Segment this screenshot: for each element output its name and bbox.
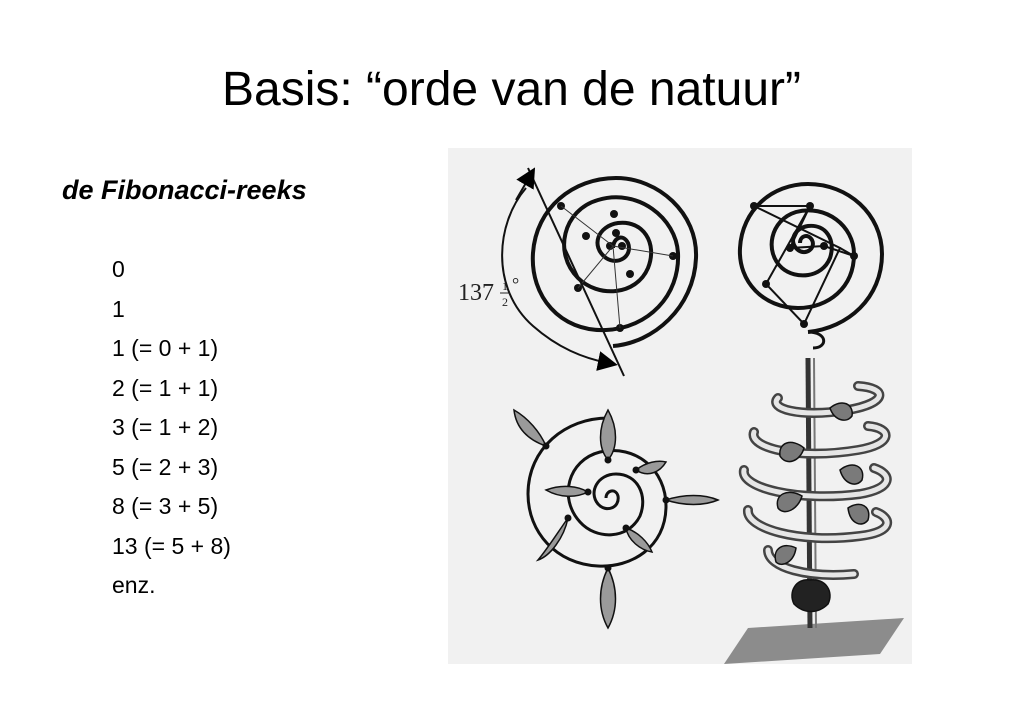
helical-stem-illustration (724, 357, 904, 664)
sequence-item: 1 (112, 295, 125, 322)
sequence-item: 5 (= 2 + 3) (112, 453, 219, 480)
angle-degree-symbol: ° (512, 274, 519, 294)
sequence-item: 0 (112, 256, 125, 282)
angle-label: 137 (458, 280, 494, 306)
fibonacci-sequence-list: 0 1 1 (= 0 + 1) 2 (= 1 + 1) 3 (= 1 + 2) … (112, 250, 231, 606)
sequence-item: 8 (= 3 + 5) (112, 493, 219, 519)
leaf-spiral-topview (513, 408, 720, 630)
slide-subtitle: de Fibonacci-reeks (62, 175, 307, 205)
angle-fraction-denominator: 2 (502, 295, 508, 309)
phyllotaxis-illustration: 137 1 2 ° (448, 148, 912, 664)
spiral-star-diagram (737, 181, 885, 350)
sequence-item: enz. (112, 572, 156, 598)
sequence-item: 13 (= 5 + 8) (112, 532, 231, 559)
slide-title: Basis: “orde van de natuur” (222, 63, 801, 116)
spiral-divergence-diagram: 137 1 2 ° (458, 167, 699, 377)
sequence-item: 2 (= 1 + 1) (112, 374, 219, 401)
angle-fraction-numerator: 1 (502, 279, 508, 293)
sequence-item: 3 (= 1 + 2) (112, 414, 219, 440)
sequence-item: 1 (= 0 + 1) (112, 335, 219, 361)
